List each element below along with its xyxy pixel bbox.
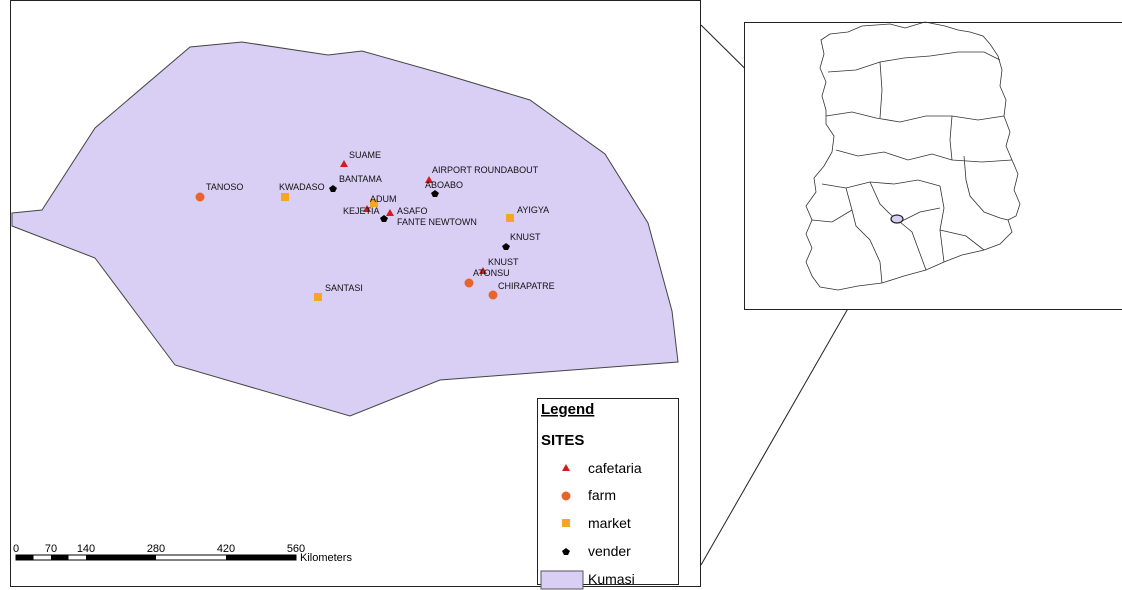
site-label-bantama: BANTAMA [339, 174, 382, 184]
site-marker-adum[interactable] [370, 199, 378, 207]
site-marker-aboabo[interactable] [431, 190, 439, 197]
site-marker-airport-roundabout[interactable] [425, 176, 433, 183]
site-marker-fante-newtown[interactable] [380, 215, 388, 222]
site-label-airport-roundabout: AIRPORT ROUNDABOUT [432, 165, 539, 175]
legend-item-kumasi: Kumasi [588, 571, 635, 587]
scale-tick-280: 280 [147, 543, 165, 555]
legend-frame [537, 398, 679, 585]
site-marker-asafo[interactable] [386, 209, 394, 216]
site-marker-atonsu[interactable] [464, 278, 474, 288]
site-label-aboabo: ABOABO [425, 180, 463, 190]
legend-item-vender: vender [588, 543, 631, 559]
legend-cafetaria-icon [562, 464, 570, 471]
site-label-fante-newtown: FANTE NEWTOWN [397, 217, 477, 227]
legend-market-icon [562, 519, 570, 527]
legend-item-farm: farm [588, 487, 616, 503]
site-label-suame: SUAME [349, 150, 381, 160]
site-label-atonsu: ATONSU [473, 268, 510, 278]
inset-map-frame [744, 22, 1122, 310]
site-marker-kejetia[interactable] [363, 205, 371, 212]
site-marker-suame[interactable] [340, 160, 348, 167]
site-label-knust-cafetaria: KNUST [488, 257, 519, 267]
legend-farm-icon [561, 491, 571, 501]
scale-tick-420: 420 [217, 543, 235, 555]
site-label-chirapatre: CHIRAPATRE [498, 281, 555, 291]
site-marker-chirapatre[interactable] [488, 290, 498, 300]
site-label-santasi: SANTASI [325, 283, 363, 293]
scale-tick-70: 70 [45, 543, 57, 555]
legend-title: Legend [541, 401, 594, 418]
site-marker-santasi[interactable] [314, 293, 322, 301]
legend-kumasi-swatch [540, 570, 584, 590]
scale-tick-560: 560 [287, 543, 305, 555]
site-label-asafo: ASAFO [397, 206, 428, 216]
scale-tick-140: 140 [77, 543, 95, 555]
site-label-adum: ADUM [370, 194, 397, 204]
site-marker-knust-vender[interactable] [502, 243, 510, 250]
site-label-kejetia: KEJETIA [343, 206, 380, 216]
scale-unit-label: Kilometers [300, 552, 352, 564]
site-marker-tanoso[interactable] [195, 192, 205, 202]
site-label-ayigya: AYIGYA [517, 205, 549, 215]
legend-item-market: market [588, 515, 631, 531]
site-marker-knust-cafetaria[interactable] [479, 267, 487, 274]
legend-subtitle: SITES [541, 432, 584, 449]
legend-item-cafetaria: cafetaria [588, 460, 642, 476]
scale-tick-0: 0 [13, 543, 19, 555]
site-label-kwadaso: KWADASO [279, 182, 325, 192]
inset-ghana-map [805, 21, 1021, 291]
inset-kumasi-marker[interactable] [890, 214, 904, 224]
site-label-knust-vender: KNUST [510, 232, 541, 242]
scale-bar: 0 70 140 280 420 560 Kilometers [13, 543, 353, 564]
site-marker-bantama[interactable] [329, 185, 337, 192]
site-label-tanoso: TANOSO [206, 182, 243, 192]
site-marker-ayigya[interactable] [506, 214, 514, 222]
legend: Legend SITES cafetaria farm market vende… [537, 398, 679, 590]
sites-layer: SUAME AIRPORT ROUNDABOUT BANTAMA ABOABO … [195, 150, 555, 301]
legend-vender-icon [562, 548, 570, 555]
kumasi-region-polygon[interactable] [11, 41, 679, 417]
site-marker-kwadaso[interactable] [281, 193, 289, 201]
